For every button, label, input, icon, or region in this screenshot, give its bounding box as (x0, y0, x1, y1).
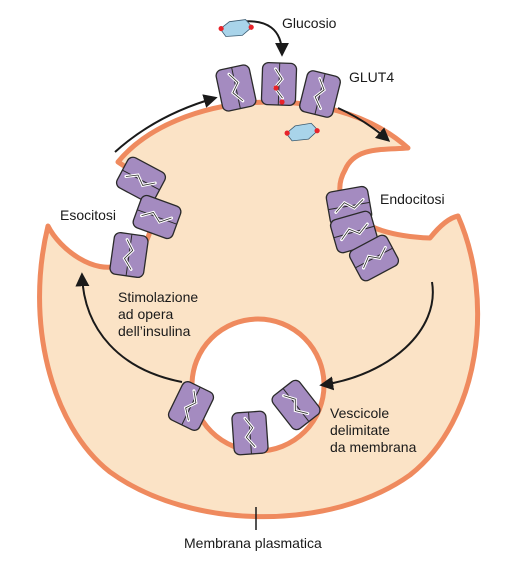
glucose-label: Glucosio (282, 15, 337, 31)
glut4-transporter-icon (271, 379, 321, 431)
vesicles-line-3: da membrana (330, 439, 417, 455)
arrow-recycle-to-surface (114, 94, 218, 153)
glut4-transporter-icon (115, 156, 167, 204)
glut4-transporters (109, 61, 400, 456)
glut4-transporter-icon (260, 61, 298, 107)
glut4-transporter-icon (329, 210, 379, 254)
glut4-transporter-icon (167, 381, 215, 431)
insulin-stimulation-line-2: ad opera (118, 306, 174, 322)
exocytosis-label: Esocitosi (60, 207, 117, 223)
glucose-molecule-icon (218, 19, 254, 37)
glut4-transporter-icon (231, 410, 269, 456)
arrow-endocytosis (337, 107, 391, 142)
glucose-molecules (218, 19, 320, 142)
glut4-transporter-icon (348, 234, 400, 282)
glut4-transporter-icon (109, 231, 149, 279)
glut4-transporter-icon (299, 70, 341, 118)
glut4-transporter-icon (132, 194, 182, 240)
insulin-stimulation-label: Stimolazione ad opera dell’insulina (118, 289, 198, 340)
arrow-to-vesicles (319, 281, 434, 391)
glut4-label: GLUT4 (349, 69, 395, 85)
insulin-stimulation-line-1: Stimolazione (118, 289, 199, 305)
arrow-insulin-stimulation (75, 272, 183, 383)
vesicles-line-1: Vescicole (330, 405, 390, 421)
vesicles-label: Vescicole delimitate da membrana (330, 405, 416, 456)
insulin-stimulation-line-3: dell’insulina (118, 323, 191, 339)
vesicles-line-2: delimitate (330, 422, 390, 438)
endocytosis-label: Endocitosi (380, 191, 445, 207)
glucose-molecule-icon (284, 122, 320, 142)
glucose-in-channel-dot (273, 85, 279, 91)
glut4-transporter-icon (215, 64, 257, 112)
plasma-membrane-label: Membrana plasmatica (184, 535, 322, 551)
cell-cytoplasm (37, 99, 481, 520)
glucose-in-channel-dot (279, 99, 285, 105)
